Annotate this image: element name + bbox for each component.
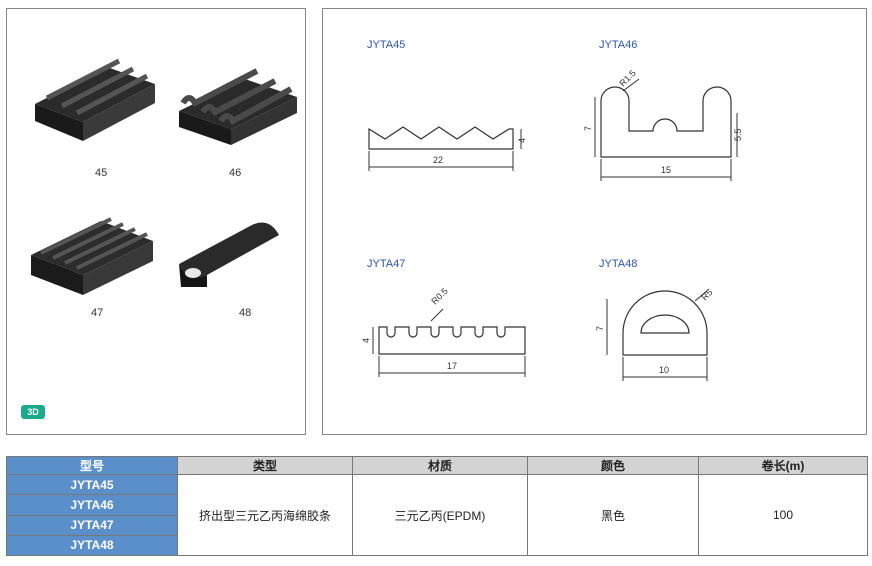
header-color: 颜色 [527,456,699,475]
render-47 [31,217,153,295]
drawing-jyta48 [606,288,710,381]
dim-jyta48-width: 10 [659,365,669,375]
dim-jyta47-width: 17 [447,361,457,371]
drawing-jyta45 [368,126,522,171]
dim-jyta46-width: 15 [661,165,671,175]
title-jyta45: JYTA45 [367,39,406,51]
3d-renders [31,58,297,295]
dim-jyta48-radius: R5 [699,287,714,302]
drawings-panel: JYTA45 JYTA46 JYTA47 JYTA48 [322,8,867,435]
table-row: JYTA46 [6,494,868,516]
dim-jyta46-radius: R1.5 [617,68,638,89]
model-cell: JYTA46 [6,494,178,516]
label-45: 45 [95,167,108,179]
header-type: 类型 [177,456,353,475]
table-row: JYTA47 [6,514,868,536]
spec-table: 型号 类型 材质 颜色 卷长(m) JYTA45 挤出型三元乙丙海绵胶条 三元乙… [6,456,868,557]
render-45 [35,58,155,141]
material-cell: 三元乙丙(EPDM) [352,474,528,556]
label-47: 47 [91,307,104,319]
render-46 [179,68,297,145]
dim-jyta46-height: 7 [583,126,593,131]
dim-jyta45-width: 22 [433,155,443,165]
drawing-jyta47 [372,308,526,377]
title-jyta48: JYTA48 [599,258,638,270]
roll-length-cell: 100 [698,474,868,556]
header-model: 型号 [6,456,178,475]
table-row: JYTA48 [6,534,868,557]
model-cell: JYTA48 [6,534,178,557]
model-cell: JYTA47 [6,514,178,536]
profile-drawings: 22 4 R1.5 7 5.5 15 R0.5 4 17 R5 7 10 [361,68,743,381]
dim-jyta47-height: 4 [361,338,371,343]
title-jyta47: JYTA47 [367,258,406,270]
dim-jyta48-height: 7 [595,326,605,331]
spec-table-header: 型号 类型 材质 颜色 卷长(m) [6,456,868,475]
dim-jyta47-radius: R0.5 [429,286,450,307]
3d-views-panel: 45 46 47 48 3D [6,8,306,435]
dim-jyta46-inner-height: 5.5 [733,128,743,141]
header-material: 材质 [352,456,528,475]
type-cell: 挤出型三元乙丙海绵胶条 [177,474,353,556]
render-48 [179,222,279,287]
label-46: 46 [229,167,242,179]
header-roll-length: 卷长(m) [698,456,868,475]
drawing-jyta46 [594,78,738,181]
title-jyta46: JYTA46 [599,39,638,51]
label-48: 48 [239,307,252,319]
model-cell: JYTA45 [6,473,178,496]
3d-badge: 3D [21,405,45,419]
table-row: JYTA45 挤出型三元乙丙海绵胶条 三元乙丙(EPDM) 黑色 100 [6,473,868,556]
dim-jyta45-height: 4 [517,138,527,143]
color-cell: 黑色 [527,474,699,556]
